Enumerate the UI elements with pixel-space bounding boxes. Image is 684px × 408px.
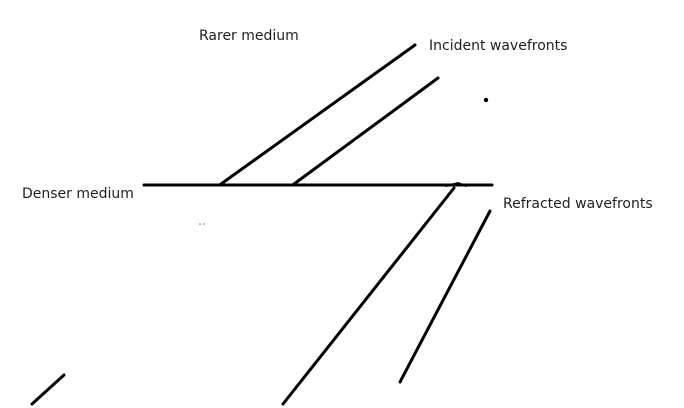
stray-speck-1 [199,223,201,225]
rarer-medium-label: Rarer medium [199,28,299,44]
refracted-wavefront-partial [30,373,66,406]
denser-medium-label: Denser medium [22,186,134,202]
refracted-wavefront-2 [398,209,492,384]
incident-wavefront-2 [292,76,440,186]
stray-speck-2 [203,223,205,225]
refracted-wavefront-1 [281,186,456,406]
incident-wavefront-1 [219,43,417,186]
stray-dot [483,97,489,103]
incident-wavefronts-label: Incident wavefronts [429,38,568,54]
wavefront-junction-mark [445,181,467,187]
refracted-wavefronts-label: Refracted wavefronts [503,196,653,212]
